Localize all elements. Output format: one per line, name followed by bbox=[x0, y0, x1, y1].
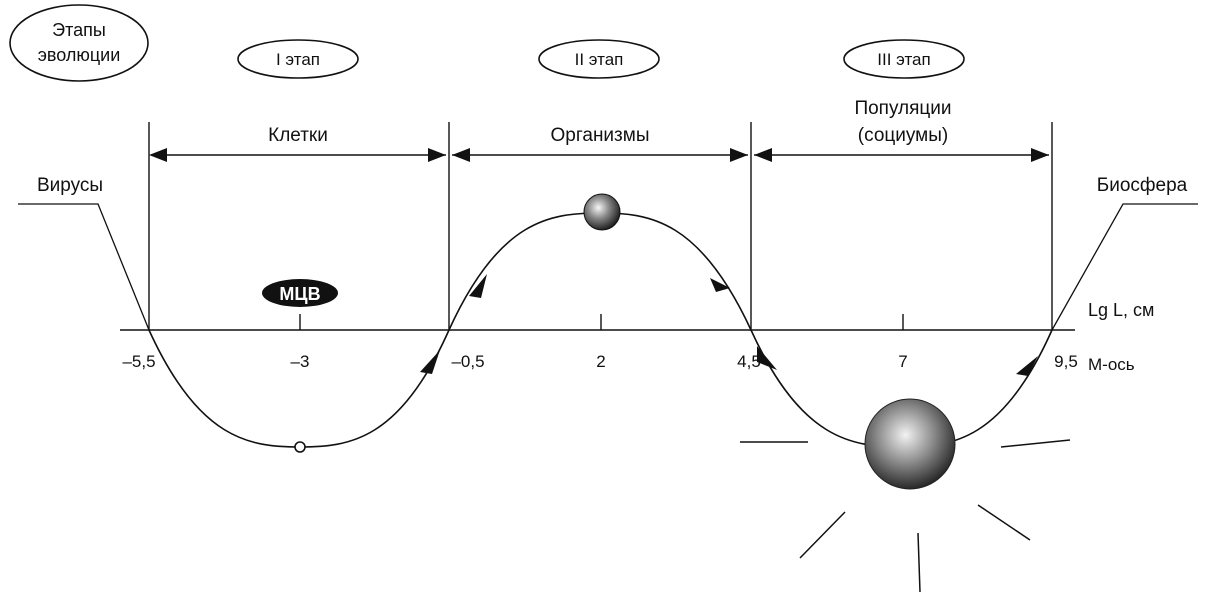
arrowhead-right-icon bbox=[428, 148, 446, 162]
mcv-badge-ellipse bbox=[262, 279, 338, 307]
sun-ray bbox=[799, 511, 846, 559]
tick-label: 4,5 bbox=[737, 352, 761, 371]
arrowhead-right-icon bbox=[730, 148, 748, 162]
stage-2-label: II этап bbox=[575, 50, 624, 69]
sun-ray bbox=[977, 504, 1031, 541]
stage-1-ellipse bbox=[237, 39, 359, 79]
direction-arrow-icon bbox=[1016, 356, 1038, 376]
arrowhead-left-icon bbox=[754, 148, 772, 162]
range-cells: Клетки bbox=[149, 125, 446, 162]
viruses-label: Вирусы bbox=[37, 175, 103, 196]
range-cells-label: Клетки bbox=[268, 125, 328, 146]
range-populations-label2: (социумы) bbox=[858, 125, 948, 146]
tick-label: 2 bbox=[596, 352, 605, 371]
stage-3-label: III этап bbox=[877, 50, 930, 69]
axis-ticks bbox=[299, 314, 904, 330]
stages-header-ellipse bbox=[9, 4, 149, 82]
tick-label: –0,5 bbox=[451, 352, 484, 371]
stage-3-ellipse bbox=[843, 39, 965, 79]
mcv-badge-label: МЦВ bbox=[279, 284, 320, 304]
sun-sphere-body bbox=[864, 398, 956, 490]
direction-arrow-icon bbox=[469, 274, 487, 298]
tick-label: –3 bbox=[291, 352, 310, 371]
range-populations: Популяции (социумы) bbox=[754, 98, 1049, 162]
sun-ray bbox=[1000, 439, 1071, 448]
callout-biosphere: Биосфера bbox=[1051, 175, 1198, 331]
stage-2: II этап bbox=[538, 39, 660, 79]
range-organisms-label: Организмы bbox=[551, 125, 650, 146]
stage-1: I этап bbox=[237, 39, 359, 79]
arrowhead-left-icon bbox=[452, 148, 470, 162]
range-populations-label: Популяции bbox=[854, 98, 951, 119]
arrowhead-left-icon bbox=[149, 148, 167, 162]
mcv-badge: МЦВ bbox=[262, 279, 338, 307]
stages-header-line1: Этапы bbox=[52, 20, 106, 40]
tick-label: 7 bbox=[898, 352, 907, 371]
stages-header: Этапы эволюции bbox=[9, 4, 149, 82]
direction-arrow-icon bbox=[757, 346, 777, 370]
stage-3: III этап bbox=[843, 39, 965, 79]
stage-1-label: I этап bbox=[276, 50, 320, 69]
stages-header-line2: эволюции bbox=[38, 45, 121, 65]
biosphere-label: Биосфера bbox=[1097, 175, 1188, 196]
sun-ray bbox=[917, 532, 921, 593]
range-organisms: Организмы bbox=[452, 125, 748, 162]
direction-arrow-icon bbox=[710, 278, 730, 292]
axis-name-lgl: Lg L, см bbox=[1088, 300, 1154, 320]
stage-2-ellipse bbox=[538, 39, 660, 79]
tick-label: 9,5 bbox=[1054, 352, 1078, 371]
arrowhead-right-icon bbox=[1031, 148, 1049, 162]
sun-sphere-icon bbox=[740, 398, 1071, 593]
organism-sphere-icon bbox=[583, 193, 621, 231]
axis-name-m: М-ось bbox=[1088, 355, 1135, 374]
axis-tick-labels: –5,5 –3 –0,5 2 4,5 7 9,5 bbox=[122, 352, 1077, 371]
direction-arrow-icon bbox=[420, 350, 440, 374]
tick-label: –5,5 bbox=[122, 352, 155, 371]
small-circle-marker bbox=[294, 441, 306, 453]
callout-viruses: Вирусы bbox=[18, 175, 150, 331]
